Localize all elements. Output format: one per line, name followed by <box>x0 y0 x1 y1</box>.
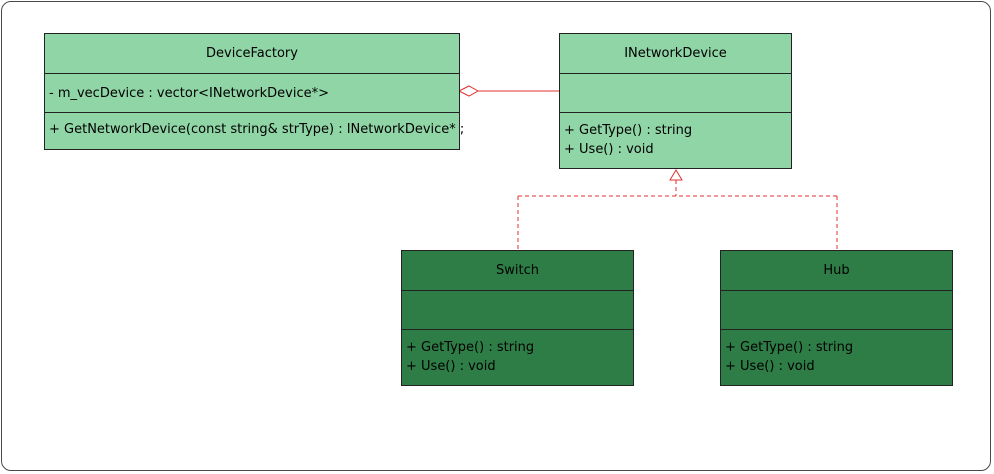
operation-line: + GetType() : string <box>406 340 535 355</box>
attribute-line: - m_vecDevice : vector<INetworkDevice*> <box>49 85 330 101</box>
operation-line: + Use() : void <box>725 359 815 374</box>
class-name: DeviceFactory <box>206 46 298 61</box>
attributes-compartment <box>560 73 791 112</box>
attributes-compartment <box>402 290 633 329</box>
operation-line: + GetNetworkDevice(const string& strType… <box>49 122 465 137</box>
operations-compartment: + GetType() : string + Use() : void <box>721 329 952 385</box>
attributes-compartment: - m_vecDevice : vector<INetworkDevice*> <box>45 73 459 112</box>
operations-compartment: + GetType() : string + Use() : void <box>402 329 633 385</box>
class-switch[interactable]: Switch + GetType() : string + Use() : vo… <box>401 250 634 386</box>
class-device-factory[interactable]: DeviceFactory - m_vecDevice : vector<INe… <box>44 33 465 150</box>
operation-line: + GetType() : string <box>725 340 854 355</box>
operation-line: + GetType() : string <box>564 123 693 138</box>
realization-arrowhead <box>669 169 683 181</box>
class-name: Switch <box>496 263 539 278</box>
aggregation-diamond <box>457 85 480 97</box>
operation-line: + Use() : void <box>564 142 654 157</box>
class-hub[interactable]: Hub + GetType() : string + Use() : void <box>720 250 953 386</box>
class-name: INetworkDevice <box>624 46 727 61</box>
class-inetwork-device[interactable]: INetworkDevice + GetType() : string + Us… <box>559 33 792 169</box>
operations-compartment: + GetNetworkDevice(const string& strType… <box>45 112 465 149</box>
attributes-compartment <box>721 290 952 329</box>
class-name: Hub <box>823 263 850 278</box>
operations-compartment: + GetType() : string + Use() : void <box>560 112 791 168</box>
operation-line: + Use() : void <box>406 359 496 374</box>
